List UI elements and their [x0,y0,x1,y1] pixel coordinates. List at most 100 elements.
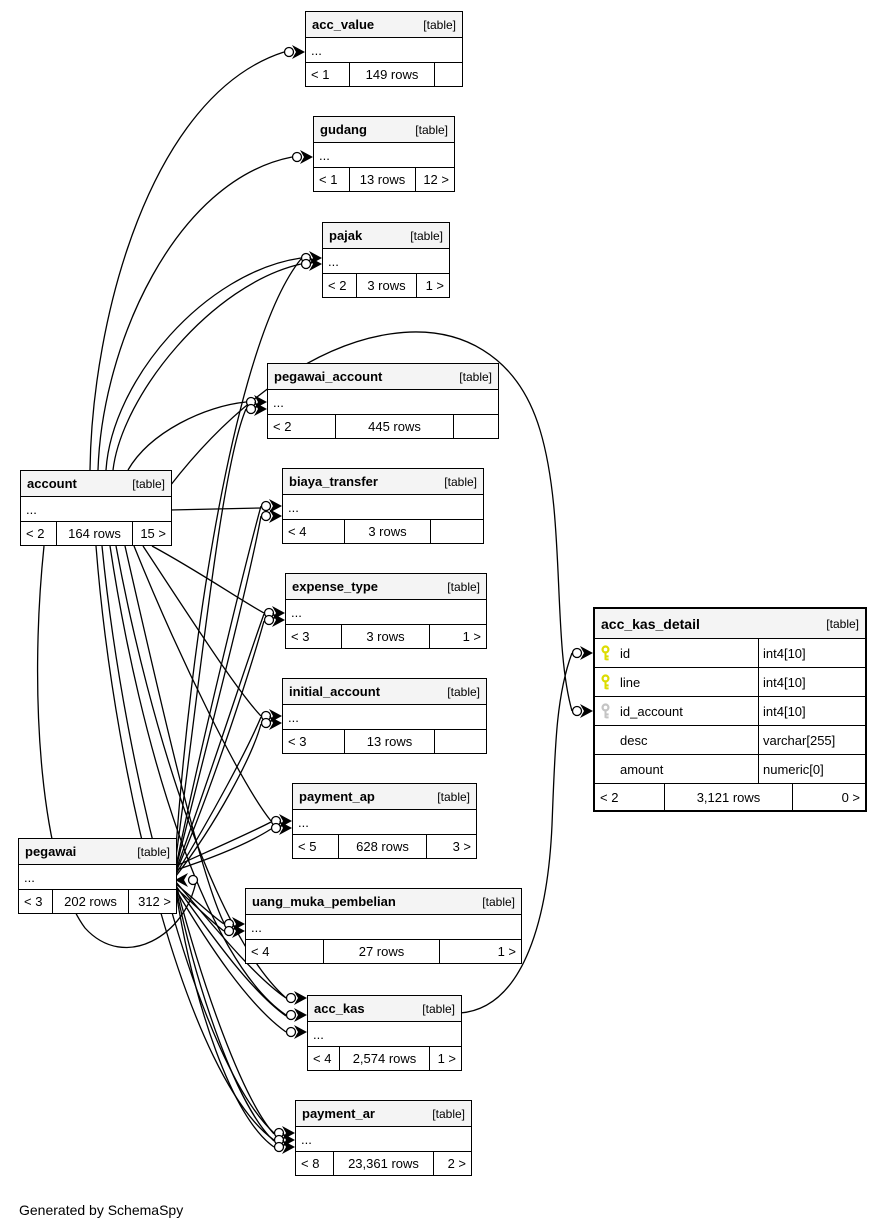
children-count: 1 > [425,278,444,293]
table-header[interactable]: payment_ap [table] [293,784,476,810]
collapsed-columns[interactable]: ... [308,1022,461,1047]
generator-credit: Generated by SchemaSpy [19,1202,184,1218]
table-pegawai[interactable]: pegawai [table] ... < 3 202 rows 312 > [18,838,177,914]
edge-account-expense_type [151,545,265,614]
table-header[interactable]: acc_kas [table] [308,996,461,1022]
children-count: 0 > [841,789,860,805]
table-acc_kas_detail[interactable]: acc_kas_detail [table] id int4[10] line [593,607,867,812]
table-header[interactable]: gudang [table] [314,117,454,143]
table-name[interactable]: initial_account [289,684,381,699]
collapsed-columns[interactable]: ... [306,38,462,63]
table-footer: < 2 3 rows 1 > [323,274,449,297]
table-gudang[interactable]: gudang [table] ... < 1 13 rows 12 > [313,116,455,192]
edge-pegawai-payment_ar-3 [175,891,275,1148]
table-header[interactable]: pegawai [table] [19,839,176,865]
table-name[interactable]: account [27,476,77,491]
table-header[interactable]: pegawai_account [table] [268,364,498,390]
table-initial_account[interactable]: initial_account [table] ... < 3 13 rows [282,678,487,754]
column-row-id_account[interactable]: id_account int4[10] [595,697,865,726]
table-name[interactable]: pegawai [25,844,77,859]
table-name[interactable]: uang_muka_pembelian [252,894,396,909]
children-count [431,520,483,543]
table-name[interactable]: pegawai_account [274,369,383,384]
edge-account-pajak-2 [112,263,302,471]
table-name[interactable]: acc_kas [314,1001,365,1016]
collapsed-columns[interactable]: ... [323,249,449,274]
table-header[interactable]: uang_muka_pembelian [table] [246,889,521,915]
table-header[interactable]: payment_ar [table] [296,1101,471,1127]
parents-count: < 2 [595,784,665,810]
collapsed-columns[interactable]: ... [283,495,483,520]
children-count: 15 > [140,526,166,541]
table-tag: [table] [132,476,165,491]
collapsed-columns[interactable]: ... [314,143,454,168]
edge-account-uang_muka [124,545,225,924]
column-row-id[interactable]: id int4[10] [595,639,865,668]
table-uang_muka_pembelian[interactable]: uang_muka_pembelian [table] ... < 4 27 r… [245,888,522,964]
table-header[interactable]: expense_type [table] [286,574,486,600]
edge-pegawai-acc_kas-1 [175,881,287,999]
table-tag: [table] [482,894,515,909]
table-footer: < 4 2,574 rows 1 > [308,1047,461,1070]
table-acc_value[interactable]: acc_value [table] ... < 1 149 rows [305,11,463,87]
table-tag: [table] [447,579,480,594]
table-payment_ar[interactable]: payment_ar [table] ... < 8 23,361 rows 2… [295,1100,472,1176]
table-name[interactable]: payment_ar [302,1106,375,1121]
table-payment_ap[interactable]: payment_ap [table] ... < 5 628 rows 3 > [292,783,477,859]
table-biaya_transfer[interactable]: biaya_transfer [table] ... < 4 3 rows [282,468,484,544]
table-pajak[interactable]: pajak [table] ... < 2 3 rows 1 > [322,222,450,298]
collapsed-columns[interactable]: ... [19,865,176,890]
table-header[interactable]: initial_account [table] [283,679,486,705]
collapsed-columns[interactable]: ... [293,810,476,835]
column-row-line[interactable]: line int4[10] [595,668,865,697]
parents-count: < 1 [314,168,350,191]
table-footer: < 3 202 rows 312 > [19,890,176,913]
table-name[interactable]: gudang [320,122,367,137]
column-name: line [620,674,641,690]
collapsed-columns[interactable]: ... [268,390,498,415]
parents-count: < 3 [19,890,53,913]
collapsed-columns[interactable]: ... [283,705,486,730]
collapsed-columns[interactable]: ... [246,915,521,940]
children-count: 312 > [138,894,171,909]
table-name[interactable]: payment_ap [299,789,375,804]
table-acc_kas[interactable]: acc_kas [table] ... < 4 2,574 rows 1 > [307,995,462,1071]
table-header[interactable]: biaya_transfer [table] [283,469,483,495]
row-count: 3,121 rows [665,784,793,810]
edge-pegawai-payment_ap-1 [175,821,272,867]
parents-count: < 3 [283,730,345,753]
edge-pegawai-pegawai_account [174,408,247,865]
table-header[interactable]: acc_value [table] [306,12,462,38]
table-name[interactable]: acc_kas_detail [601,615,700,632]
parents-count: < 4 [246,940,324,963]
collapsed-columns[interactable]: ... [286,600,486,625]
edge-account-pegawai_account [127,401,247,471]
table-footer: < 3 3 rows 1 > [286,625,486,648]
table-name[interactable]: biaya_transfer [289,474,378,489]
table-footer: < 8 23,361 rows 2 > [296,1152,471,1175]
table-expense_type[interactable]: expense_type [table] ... < 3 3 rows 1 > [285,573,487,649]
column-row-amount[interactable]: amount numeric[0] [595,755,865,784]
children-count [435,63,462,86]
table-footer: < 2 3,121 rows 0 > [595,784,865,810]
collapsed-columns[interactable]: ... [296,1127,471,1152]
row-count: 27 rows [324,940,440,963]
column-row-desc[interactable]: desc varchar[255] [595,726,865,755]
table-name[interactable]: expense_type [292,579,378,594]
children-count [435,730,486,753]
table-name[interactable]: pajak [329,228,363,243]
children-count: 12 > [423,172,449,187]
column-type: varchar[255] [763,732,836,748]
table-pegawai_account[interactable]: pegawai_account [table] ... < 2 445 rows [267,363,499,439]
table-header[interactable]: pajak [table] [323,223,449,249]
table-tag: [table] [437,789,470,804]
table-account[interactable]: account [table] ... < 2 164 rows 15 > [20,470,172,546]
table-header[interactable]: account [table] [21,471,171,497]
edge-pegawai-acc_kas-2 [175,885,287,1017]
table-name[interactable]: acc_value [312,17,375,32]
row-count: 2,574 rows [340,1047,430,1070]
table-header[interactable]: acc_kas_detail [table] [595,609,865,639]
edge-pegawai-biaya_transfer-1 [175,505,262,867]
edge-pegawai-payment_ar-2 [175,887,275,1142]
collapsed-columns[interactable]: ... [21,497,171,522]
